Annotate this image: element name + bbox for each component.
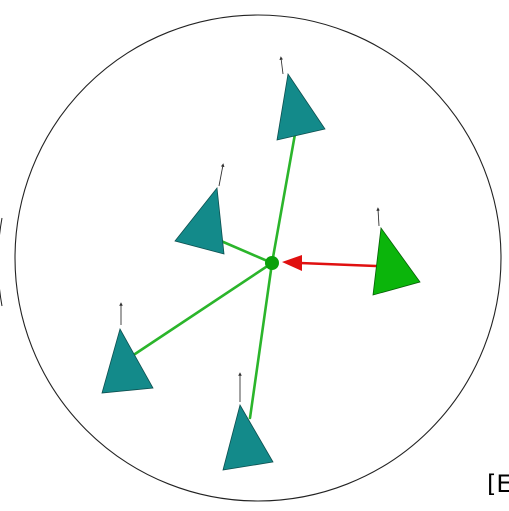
arrow-up-icon	[218, 163, 225, 187]
pull-arrow-head	[282, 255, 302, 271]
center-point	[265, 256, 279, 270]
link-line-bottom	[248, 261, 274, 420]
triangle-icon	[372, 226, 421, 296]
link-line-top	[270, 132, 297, 265]
arrow-up-icon	[279, 56, 284, 75]
triangle-icon	[222, 403, 274, 471]
heading-arrows	[119, 56, 380, 402]
link-lines	[133, 132, 297, 420]
corner-label: [E	[487, 470, 509, 498]
triangle-icon	[276, 72, 326, 141]
arrow-up-icon	[376, 207, 380, 227]
triangle-icon	[101, 327, 154, 394]
neighbor-circle-arc	[0, 217, 3, 307]
link-line-upper-left	[219, 239, 274, 265]
link-line-lower-left	[133, 261, 274, 356]
triangle-icon	[174, 186, 225, 255]
pull-arrow-shaft	[298, 261, 378, 268]
